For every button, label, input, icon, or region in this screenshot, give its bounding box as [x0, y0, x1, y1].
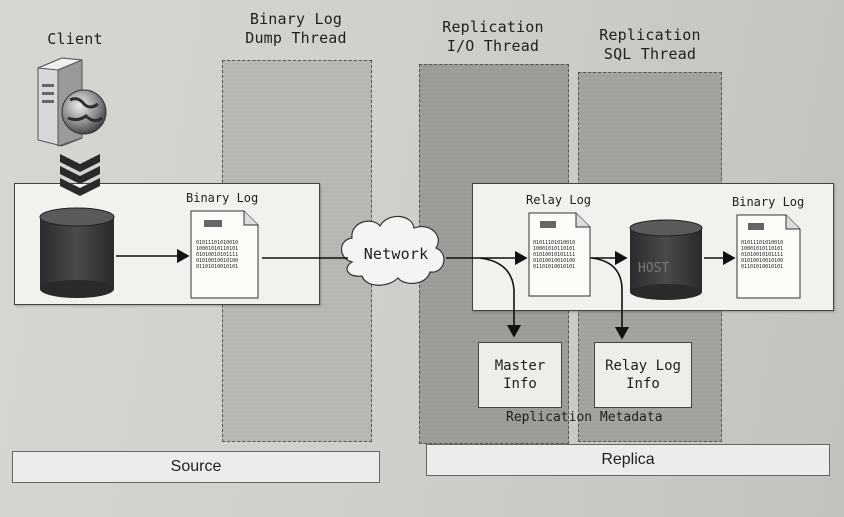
down-chevrons-icon: [60, 154, 100, 196]
relay-log-label: Relay Log: [526, 193, 592, 207]
network-label: Network: [363, 245, 429, 263]
client-label: Client: [47, 30, 103, 48]
replica-binary-log-file-icon: [736, 214, 801, 299]
replica-binary-log-label: Binary Log: [732, 195, 805, 209]
relay-log-content: 01011101010010 10001010110101 0101001010…: [533, 240, 576, 270]
network-cloud-icon: [340, 215, 445, 286]
relay-log-file-icon: [528, 212, 591, 297]
replica-binary-log-content: 01011101010010 10001010110101 0101001010…: [741, 240, 784, 270]
replication-metadata-label: Replication Metadata: [506, 410, 663, 425]
replica-bar: Replica: [426, 444, 830, 476]
source-binary-log-label: Binary Log: [186, 191, 259, 205]
sql-thread-label: Replication SQL Thread: [599, 26, 701, 63]
io-thread-label: Replication I/O Thread: [442, 18, 544, 55]
dump-thread-label: Binary Log Dump Thread: [245, 10, 347, 47]
source-database-icon: [39, 207, 115, 298]
source-bar: Source: [12, 451, 380, 483]
source-binary-log-file-icon: [190, 210, 259, 299]
replica-db-host-label: HOST: [638, 261, 670, 276]
replica-database-icon: [629, 219, 703, 300]
source-binary-log-content: 01011101010010 10001010110101 0101001010…: [196, 240, 239, 270]
master-info-box: Master Info: [478, 342, 562, 408]
relay-log-info-box: Relay Log Info: [594, 342, 692, 408]
globe-icon: [61, 89, 107, 135]
